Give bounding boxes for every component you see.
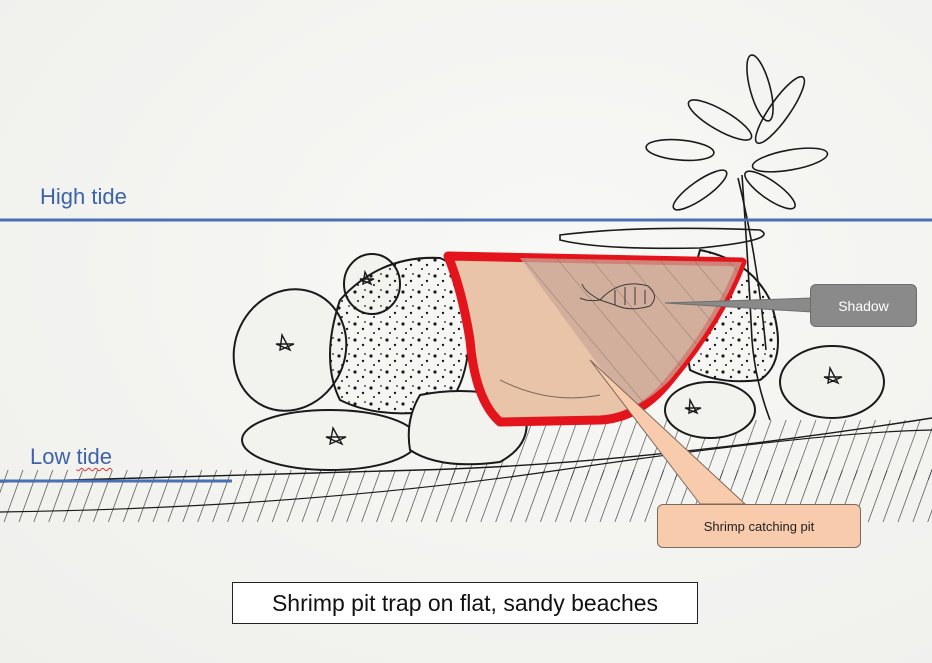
shadow-callout: Shadow — [810, 284, 917, 327]
shrimp-pit — [443, 251, 747, 427]
low-tide-label-part2: tide — [76, 444, 112, 469]
rocks — [232, 248, 885, 471]
low-tide-label-part1: Low — [30, 444, 77, 469]
low-tide-label: Low tide — [30, 444, 112, 470]
high-tide-label: High tide — [40, 184, 127, 209]
diagram-caption: Shrimp pit trap on flat, sandy beaches — [232, 582, 698, 624]
pit-callout: Shrimp catching pit — [657, 504, 861, 548]
shrimp-icon — [579, 283, 655, 310]
starfish-icon — [275, 269, 843, 446]
